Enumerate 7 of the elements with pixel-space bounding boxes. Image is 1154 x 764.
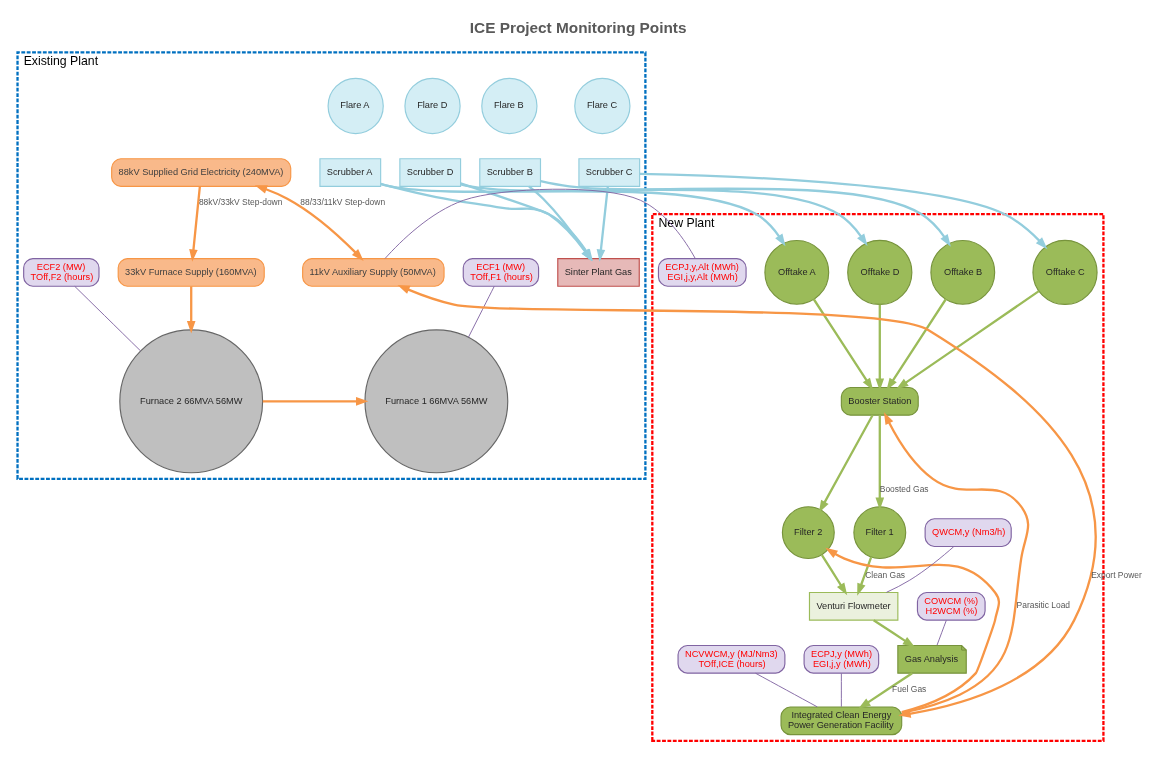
edge-label: Export Power bbox=[1091, 569, 1142, 580]
edge-label: Clean Gas bbox=[865, 569, 906, 580]
diagram-title: ICE Project Monitoring Points bbox=[469, 18, 687, 36]
edge-label: 88/33/11kV Step-down bbox=[300, 196, 386, 207]
edge-label: Fuel Gas bbox=[892, 683, 927, 694]
edge-label: 88kV/33kV Step-down bbox=[198, 196, 283, 207]
edge-label: Parasitic Load bbox=[1016, 599, 1071, 610]
